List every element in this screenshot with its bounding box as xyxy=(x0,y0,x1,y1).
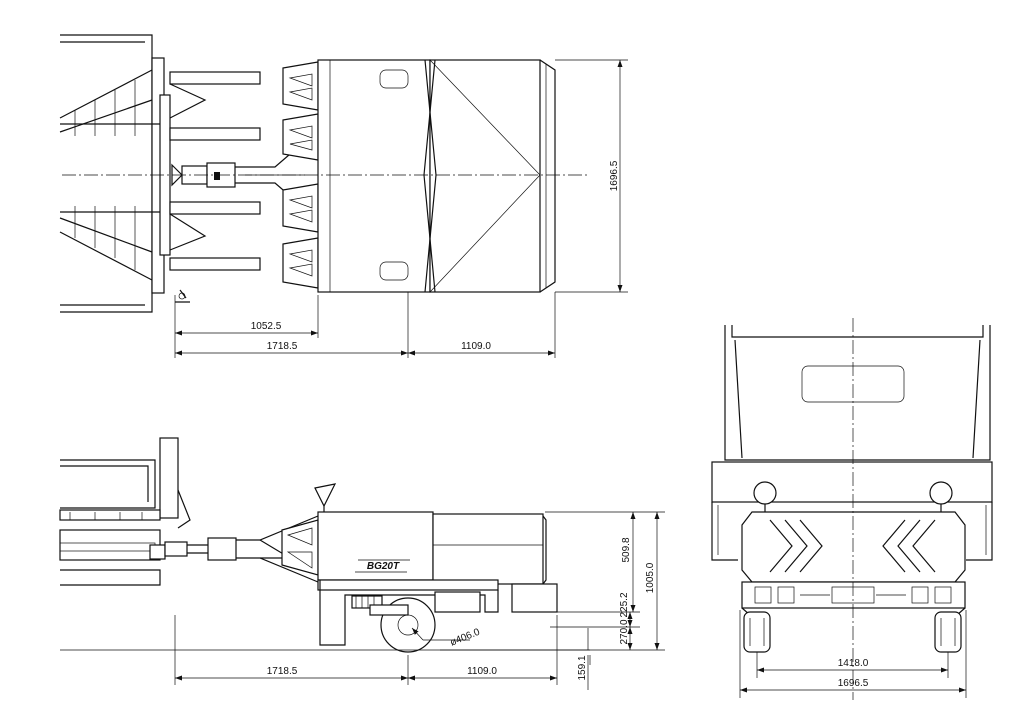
rear-view-width-dim: 1696.5 xyxy=(838,678,869,689)
model-badge: BG20T xyxy=(367,561,400,572)
rear-view-track-dim: 1418.0 xyxy=(838,658,869,669)
side-view-truck-tail xyxy=(59,437,191,586)
rear-view-wheels xyxy=(743,611,962,653)
side-view-frame-height-dim: 225.2 xyxy=(619,592,630,617)
side-view-dimensions xyxy=(174,511,665,690)
top-view-length-rear-dim: 1109.0 xyxy=(461,341,491,352)
side-view-axle-height-dim: 270.0 xyxy=(619,619,630,644)
top-view-truck-rear xyxy=(59,34,261,313)
side-view-body xyxy=(314,483,558,646)
side-view-length-rear-dim: 1109.0 xyxy=(467,666,497,677)
side-view-body-height-dim: 509.8 xyxy=(621,537,632,562)
side-view-badge: BG20T xyxy=(355,559,410,573)
top-view: 1696.5 1052.5 1718.5 1109.0 xyxy=(59,34,628,358)
side-view-drawbar xyxy=(164,515,319,583)
rear-view-dimensions xyxy=(739,610,967,698)
side-view-wheel-diameter-dim: ø406.0 xyxy=(449,627,482,649)
top-view-length-front-dim: 1718.5 xyxy=(267,341,298,352)
side-view-total-height-dim: 1005.0 xyxy=(645,562,656,593)
rear-view-machine xyxy=(741,511,966,616)
top-view-body xyxy=(317,59,556,293)
top-view-dimensions xyxy=(174,59,628,358)
side-view-wheel xyxy=(369,597,436,653)
side-view-length-front-dim: 1718.5 xyxy=(267,666,298,677)
top-view-width-dim: 1696.5 xyxy=(609,160,620,191)
rear-view: 1418.0 1696.5 xyxy=(711,318,993,700)
side-view-clearance-dim: 159.1 xyxy=(577,655,588,680)
rear-view-lamps xyxy=(753,481,953,512)
top-view-hitch-dim: 1052.5 xyxy=(251,321,282,332)
side-view: BG20T 509.8 225.2 270.0 1005.0 159 xyxy=(59,437,665,690)
